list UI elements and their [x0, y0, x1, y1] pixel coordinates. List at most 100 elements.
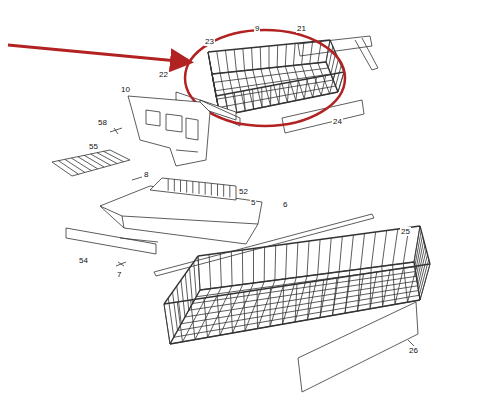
wire — [91, 154, 111, 165]
wire — [174, 179, 175, 191]
wire — [333, 59, 338, 80]
wire — [361, 234, 365, 270]
wire — [181, 280, 185, 317]
wire — [78, 157, 98, 169]
callout-number: 55 — [88, 142, 99, 151]
drawer-front — [298, 302, 418, 392]
grille — [52, 150, 130, 176]
wire — [173, 292, 178, 331]
wire — [274, 246, 276, 281]
wire — [285, 44, 286, 66]
wire — [277, 67, 287, 102]
callout-number: 5 — [250, 198, 256, 207]
wire — [212, 62, 326, 74]
wire — [269, 46, 270, 68]
screw — [110, 128, 122, 134]
wire — [185, 274, 189, 310]
tray — [100, 186, 262, 244]
wire-basket — [208, 40, 344, 116]
wire — [236, 71, 245, 110]
wire — [264, 247, 265, 282]
wire — [287, 82, 289, 102]
pin — [132, 177, 142, 180]
wire — [192, 181, 193, 193]
wire — [104, 151, 124, 161]
callout-number: 21 — [296, 24, 307, 33]
wire — [208, 52, 212, 74]
wire — [285, 66, 296, 100]
wire — [416, 240, 424, 276]
wire — [211, 183, 212, 195]
wire — [253, 70, 262, 108]
wire — [260, 47, 262, 69]
divider-ribs — [168, 179, 230, 198]
wire — [177, 286, 182, 324]
wire — [234, 49, 236, 71]
wire — [242, 250, 243, 284]
callout-number: 25 — [400, 227, 411, 236]
wire — [286, 244, 287, 279]
wire — [217, 80, 333, 99]
wire — [277, 45, 279, 67]
wire — [393, 229, 398, 265]
wire — [296, 243, 298, 278]
wire — [304, 79, 307, 99]
wire — [208, 52, 212, 74]
wire — [231, 252, 233, 286]
wire — [350, 235, 354, 270]
wire — [71, 158, 91, 171]
wire — [229, 185, 230, 197]
wire — [180, 180, 181, 192]
wire — [279, 84, 280, 104]
wire — [200, 262, 414, 290]
wire — [58, 161, 78, 175]
slide-rail — [66, 228, 158, 254]
wire — [65, 159, 85, 172]
grille-slots — [58, 151, 123, 174]
callout-number: 23 — [204, 37, 215, 46]
wire — [302, 43, 304, 65]
drawer-front — [282, 100, 364, 133]
wire — [190, 268, 193, 304]
wire — [164, 304, 170, 344]
wire — [199, 182, 200, 194]
wire — [225, 50, 228, 72]
screw — [116, 262, 126, 266]
callout-number: 52 — [238, 187, 249, 196]
callout-number: 10 — [120, 85, 131, 94]
wire — [168, 179, 169, 191]
callout-number: 9 — [254, 24, 260, 33]
callout-number: 22 — [158, 70, 169, 79]
wire — [84, 155, 104, 167]
wire — [198, 256, 200, 290]
callout-number: 26 — [408, 346, 419, 355]
wire — [164, 304, 170, 344]
wire — [269, 68, 279, 104]
wire — [228, 72, 237, 112]
callout-number: 54 — [78, 256, 89, 265]
wire — [220, 253, 221, 287]
wire — [382, 231, 387, 267]
wire — [205, 183, 206, 195]
wire — [243, 49, 245, 71]
wire — [196, 267, 415, 297]
wire — [223, 185, 224, 197]
wire — [198, 256, 200, 290]
callout-number: 24 — [332, 117, 343, 126]
wire — [194, 262, 197, 297]
wire — [296, 81, 298, 101]
wire — [252, 48, 253, 70]
tray-divider — [150, 178, 236, 200]
wire — [186, 181, 187, 193]
wire — [217, 51, 220, 73]
wire — [414, 226, 420, 262]
mounting-bracket — [128, 96, 210, 166]
wire — [417, 245, 425, 281]
wire — [310, 42, 313, 64]
wire — [307, 241, 309, 276]
wire — [253, 249, 254, 284]
wire — [97, 153, 117, 164]
wire — [209, 255, 211, 289]
callout-number: 6 — [282, 200, 288, 209]
